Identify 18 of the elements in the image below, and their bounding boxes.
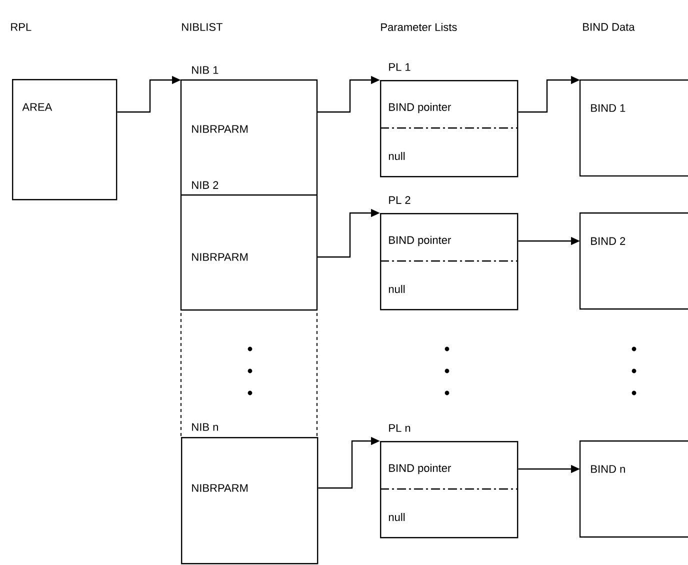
bind-data-box: BIND n bbox=[579, 440, 688, 538]
nib-box: NIB 1 NIBRPARM bbox=[180, 66, 318, 178]
nib-box: NIB n NIBRPARM bbox=[181, 423, 318, 564]
column-heading: RPL bbox=[11, 23, 32, 31]
column-heading: BIND Data bbox=[583, 23, 635, 31]
column-heading: Parameter Lists bbox=[381, 22, 457, 32]
parameter-list-box: PL n BIND pointer null bbox=[380, 424, 518, 538]
area-box: AREA bbox=[12, 79, 118, 200]
parameter-list-box: PL 2 BIND pointer null bbox=[380, 196, 518, 310]
column-heading: NIBLIST bbox=[182, 23, 222, 31]
parameter-list-box: PL 1 BIND pointer null bbox=[380, 63, 518, 178]
bind-data-box: BIND 2 bbox=[579, 212, 688, 310]
node-label: NIB n bbox=[192, 423, 218, 431]
node-label: PL 2 bbox=[389, 196, 410, 204]
nib-box: NIB 2 NIBRPARM bbox=[180, 178, 318, 311]
bind-data-box: BIND 1 bbox=[579, 79, 688, 177]
node-label: PL 1 bbox=[389, 63, 410, 71]
node-label: PL n bbox=[389, 424, 410, 432]
